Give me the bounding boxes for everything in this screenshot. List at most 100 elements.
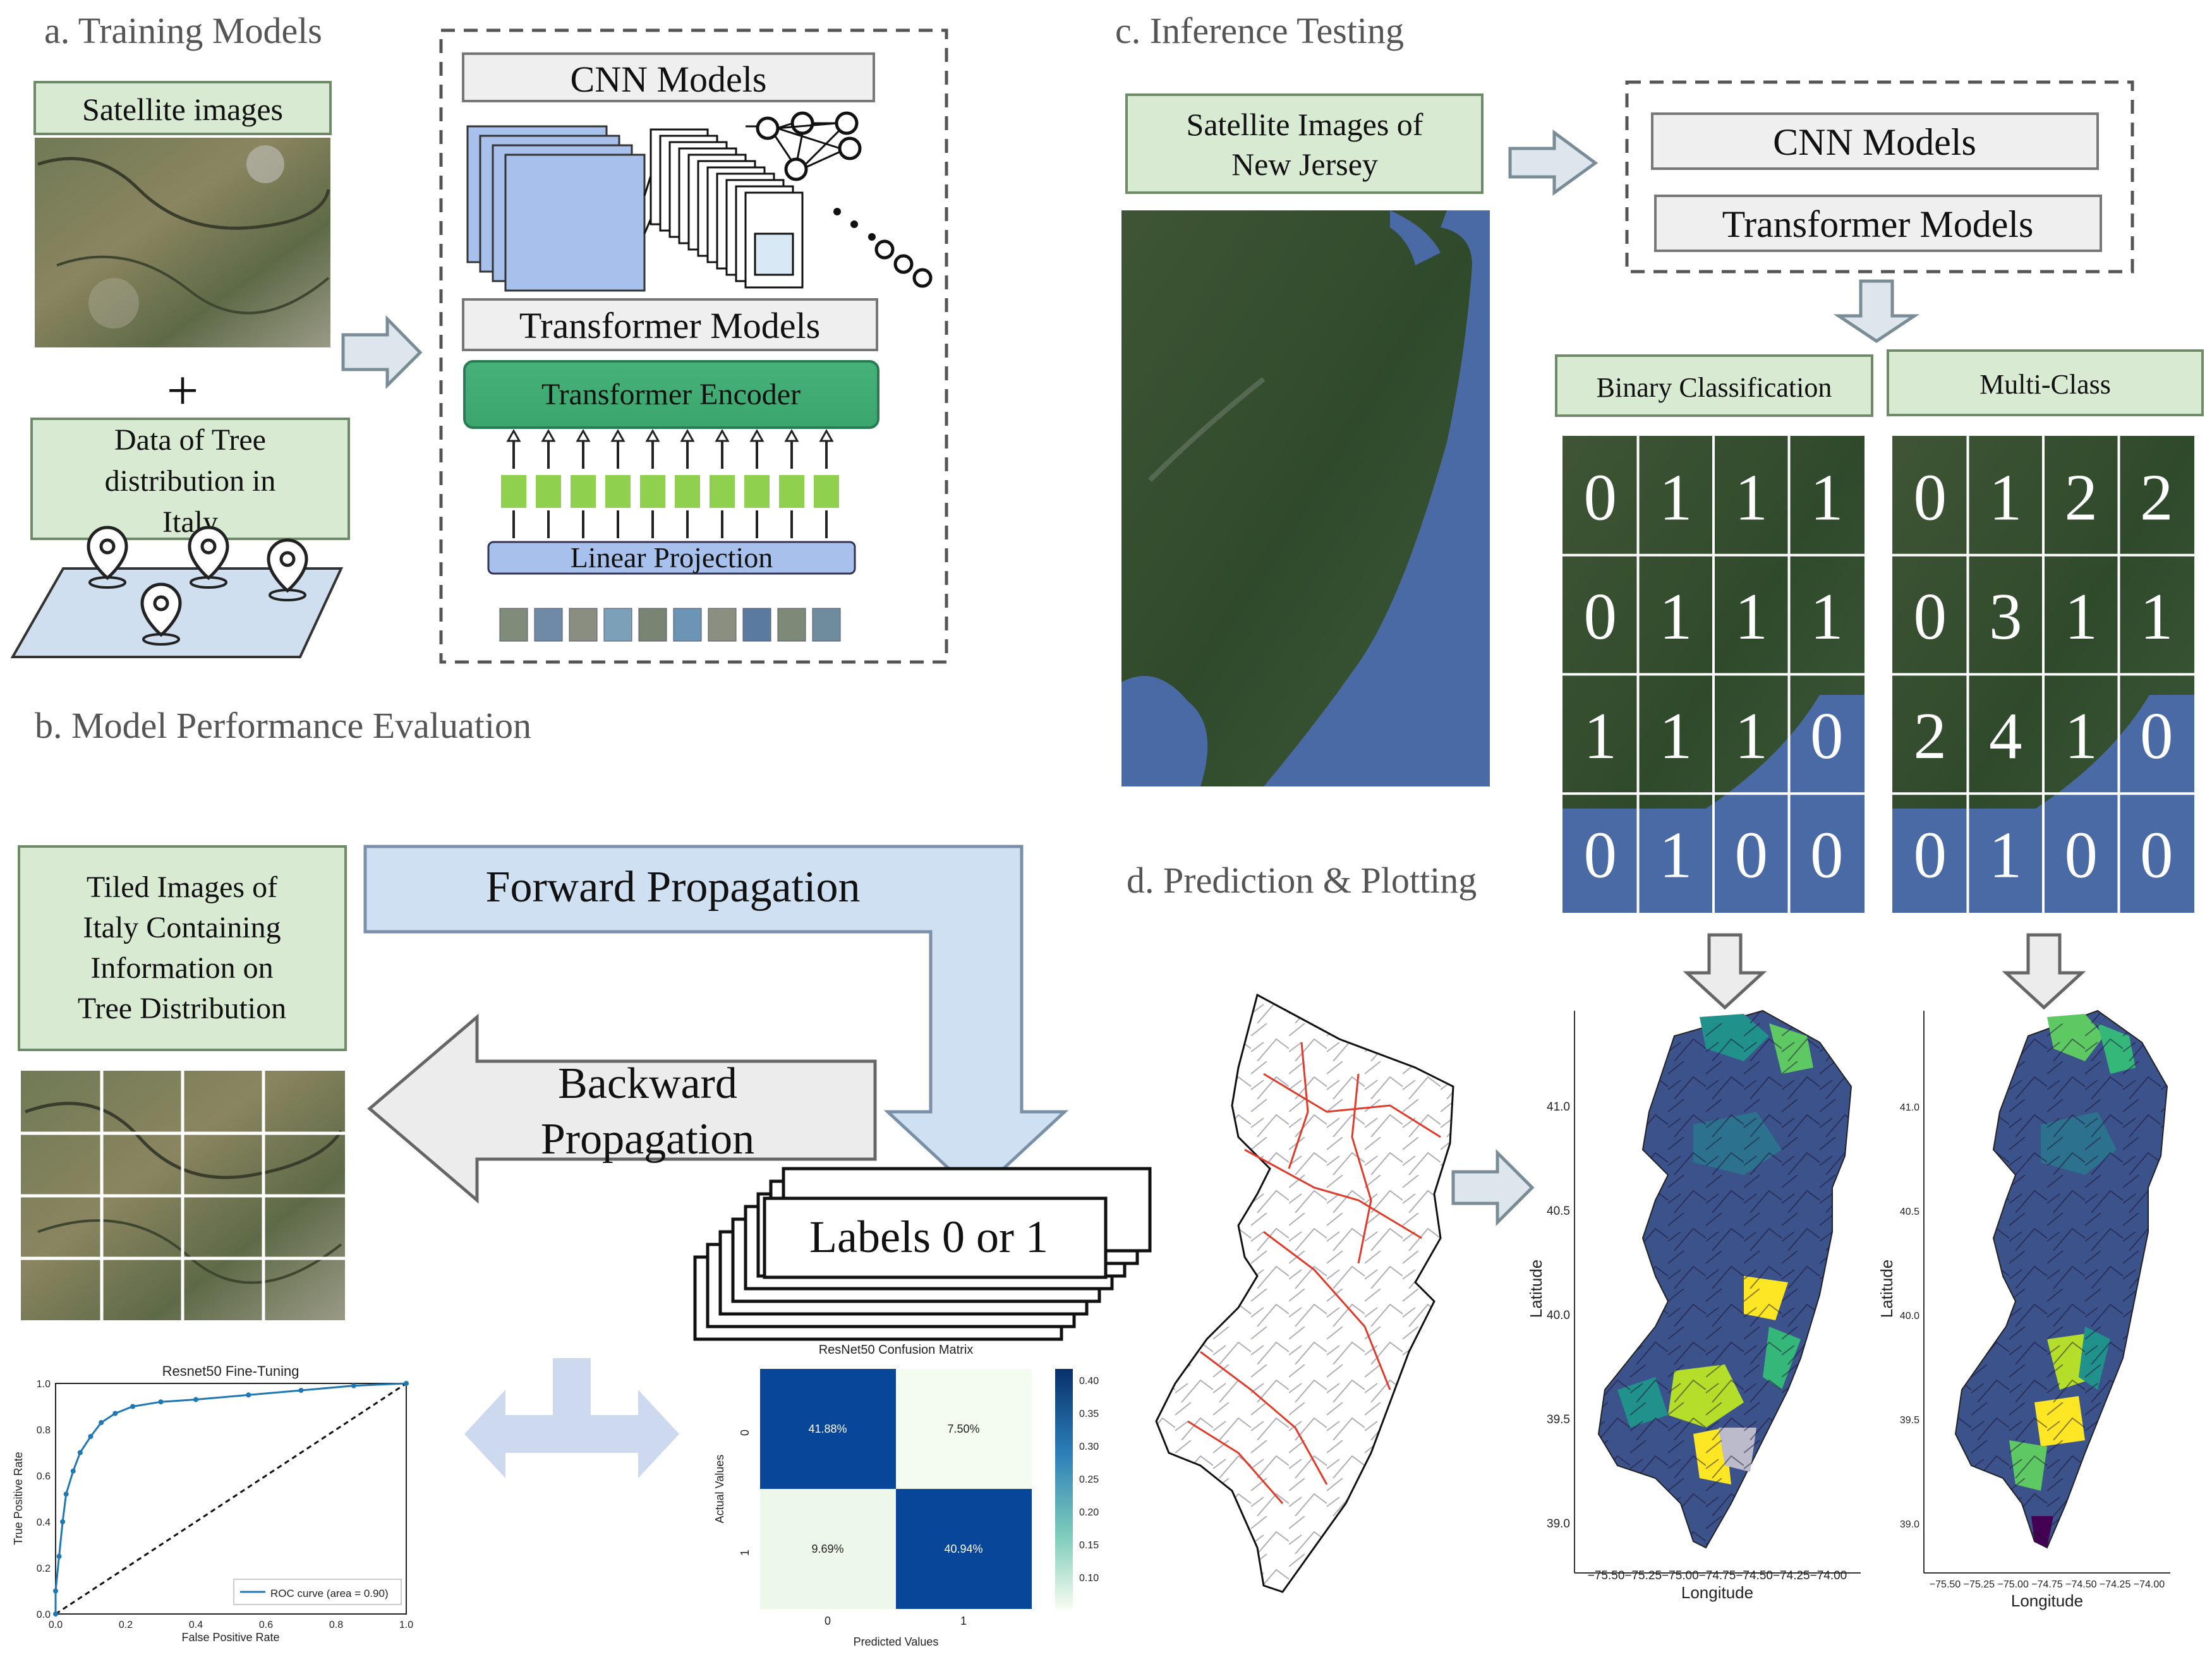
image-patch	[708, 608, 737, 642]
cm-colorbar-tick: 0.35	[1079, 1409, 1099, 1419]
roc-xtick: 0.6	[259, 1620, 273, 1630]
arrow-right-icon	[341, 315, 423, 390]
nj-label-line-1: Satellite Images of	[1187, 107, 1423, 142]
section-d-title: d. Prediction & Plotting	[1127, 860, 1477, 901]
roc-ytick: 0.2	[37, 1563, 51, 1574]
arrow-right-icon	[1451, 1148, 1535, 1227]
tiled-line-3: Information on	[90, 951, 273, 985]
roc-point	[53, 1611, 58, 1617]
tree-data-label-box	[30, 418, 350, 540]
roc-xtick: 0.4	[189, 1620, 203, 1630]
cm-col-label-0: 0	[825, 1615, 831, 1627]
tile-label: 1	[1584, 699, 1617, 773]
transformer-models-label: Transformer Models	[519, 305, 820, 346]
binary-map-xlabel: Longitude	[1681, 1583, 1753, 1602]
tiled-images-label-box	[18, 845, 347, 1051]
inference-transformer-box	[1654, 195, 2102, 252]
token-embedding	[605, 475, 631, 508]
cnn-models-box	[462, 52, 875, 102]
section-a-title: a. Training Models	[44, 10, 322, 51]
roc-ytick: 0.0	[37, 1610, 51, 1620]
image-patch	[603, 608, 632, 642]
token-embedding	[571, 475, 596, 508]
italy-satellite-image	[35, 138, 330, 347]
inference-models-box	[1625, 80, 2134, 274]
roc-point	[158, 1399, 164, 1405]
cm-cell-10	[760, 1489, 896, 1609]
roc-point	[404, 1381, 409, 1386]
multi-class-label: Multi-Class	[1979, 369, 2111, 400]
arrow-up-icon	[610, 428, 626, 442]
roc-point	[77, 1450, 83, 1455]
tile-label: 1	[1659, 699, 1693, 773]
tile-label: 0	[2065, 818, 2098, 892]
binary-map-ylabel: Latitude	[1526, 1260, 1545, 1318]
roc-chart: Resnet50 Fine-Tuning 0.00.00.20.20.40.40…	[12, 1363, 413, 1644]
cm-colorbar	[1055, 1369, 1073, 1609]
cm-colorbar-tick: 0.15	[1079, 1540, 1099, 1551]
tile-label: 0	[1914, 818, 1947, 892]
cm-colorbar-tick: 0.20	[1079, 1507, 1099, 1518]
roc-legend	[233, 1579, 402, 1605]
cm-row-label-1: 1	[739, 1550, 751, 1556]
tile-label: 1	[1735, 460, 1768, 534]
roc-point	[88, 1433, 94, 1439]
location-pin-icon	[87, 526, 128, 589]
tile-label: 4	[1989, 699, 2022, 773]
tree-data-line-2: distribution in	[105, 464, 276, 498]
location-pin-icon	[267, 538, 308, 601]
section-b-title: b. Model Performance Evaluation	[35, 705, 531, 746]
multi-class-prediction-map: 41.040.540.039.539.0 −75.50 −75.25 −75.0…	[1877, 1009, 2170, 1610]
tile-label: 1	[1659, 818, 1693, 892]
roc-point	[60, 1519, 66, 1524]
location-pin-icon	[140, 582, 182, 646]
arrow-down-icon	[1833, 279, 1920, 344]
roc-point	[246, 1392, 251, 1398]
roc-ytick: 1.0	[37, 1379, 51, 1390]
cm-colorbar-tick: 0.30	[1079, 1442, 1099, 1452]
map-ytick: 41.0	[1900, 1102, 1919, 1113]
tile-label: 0	[1584, 460, 1617, 534]
forward-propagation-arrow	[363, 845, 1069, 1196]
token-embedding	[744, 475, 770, 508]
transformer-models-box	[462, 298, 878, 351]
roc-xtick: 0.0	[49, 1620, 63, 1630]
image-patch	[534, 608, 563, 642]
training-models-box	[439, 28, 948, 664]
satellite-images-label: Satellite images	[82, 92, 283, 127]
plus-sign: +	[167, 359, 199, 422]
bidirectional-arrow-icon	[464, 1358, 679, 1478]
cm-value-01: 7.50%	[947, 1423, 979, 1435]
roc-xtick: 0.2	[119, 1620, 133, 1630]
image-patch	[812, 608, 841, 642]
binary-map-xticks: −75.50−75.25−75.00−74.75−74.50−74.25−74.…	[1588, 1569, 1847, 1582]
arrow-up-icon	[819, 428, 834, 442]
roc-xtick: 0.8	[329, 1620, 343, 1630]
map-ytick: 41.0	[1547, 1100, 1570, 1114]
backward-line-2: Propagation	[541, 1115, 754, 1164]
cm-ylabel: Actual Values	[713, 1455, 726, 1524]
tile-label: 0	[1735, 818, 1768, 892]
binary-prediction-map: 41.040.540.039.539.0 −75.50−75.25−75.00−…	[1526, 1009, 1861, 1602]
image-patch	[673, 608, 702, 642]
tile-label: 1	[1989, 460, 2022, 534]
multi-map-xlabel: Longitude	[2011, 1591, 2083, 1610]
tile-label: 0	[1584, 579, 1617, 653]
arrow-up-icon	[541, 428, 556, 442]
arrow-down-icon	[2002, 933, 2086, 1010]
roc-ylabel: True Positive Rate	[12, 1452, 25, 1545]
roc-point	[56, 1553, 62, 1559]
arrow-right-icon	[1508, 129, 1599, 196]
cm-xlabel: Predicted Values	[854, 1635, 939, 1648]
cm-col-label-1: 1	[960, 1615, 967, 1627]
arrow-up-icon	[645, 428, 660, 442]
multi-map-xticks: −75.50 −75.25 −75.00 −74.75 −74.50 −74.2…	[1930, 1579, 2165, 1590]
arrow-up-icon	[749, 428, 765, 442]
cm-colorbar-tick: 0.25	[1079, 1474, 1099, 1485]
multi-map-ylabel: Latitude	[1877, 1260, 1896, 1318]
arrow-up-icon	[715, 428, 730, 442]
tile-label: 1	[2065, 699, 2098, 773]
cm-colorbar-tick: 0.40	[1079, 1376, 1099, 1387]
